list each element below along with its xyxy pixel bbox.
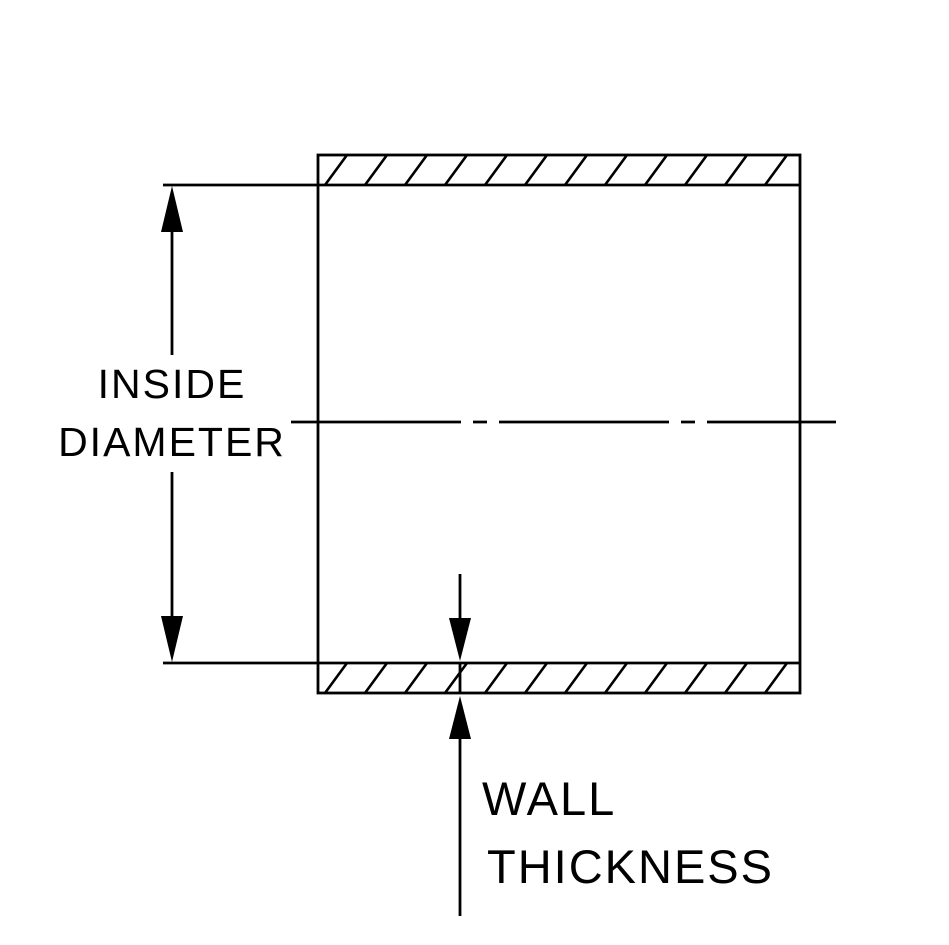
labels-group: INSIDE DIAMETER WALL THICKNESS — [58, 361, 774, 893]
inside-diameter-label-line2: DIAMETER — [58, 419, 286, 465]
wall-thickness-label-line1: WALL — [482, 772, 616, 825]
tube-body-outline — [316, 153, 802, 695]
bottom-wall-hatching — [318, 663, 800, 693]
inside-diameter-arrow-up-icon — [161, 186, 183, 232]
wall-thickness-arrow-down-icon — [449, 618, 471, 661]
arrowheads-group — [161, 186, 471, 739]
wall-thickness-label-line2: THICKNESS — [487, 840, 774, 893]
top-wall-hatching — [318, 155, 800, 185]
inside-diameter-arrow-down-icon — [161, 616, 183, 662]
wall-thickness-arrow-up-icon — [449, 696, 471, 739]
inside-diameter-label-line1: INSIDE — [98, 361, 247, 407]
linework-group — [163, 153, 836, 916]
